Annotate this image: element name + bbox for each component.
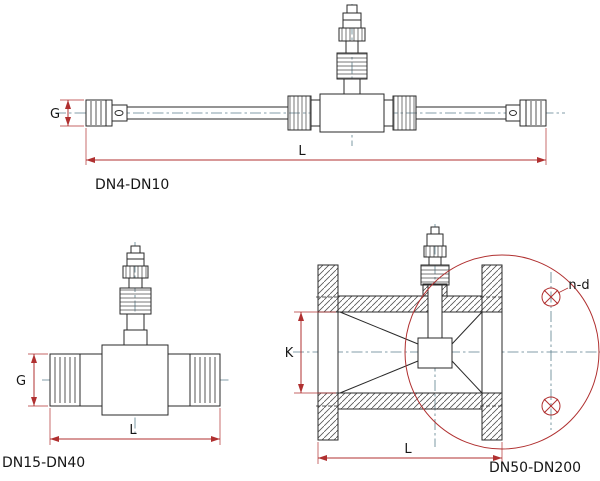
dimension-l-dn4: L [85, 128, 547, 165]
dimension-g-dn4: G [50, 99, 84, 127]
figure-dn15-dn40: G L DN15-DN40 [2, 242, 230, 471]
figure-dn50-dn200: n-d K L DN50-DN200 [285, 224, 600, 476]
dimension-l-dn50: L [317, 442, 503, 464]
dim-label-l-dn4: L [298, 144, 306, 159]
dim-label-g-dn4: G [50, 107, 60, 122]
caption-dn15-dn40: DN15-DN40 [2, 455, 85, 471]
meter-body-dn50 [316, 264, 504, 441]
sensor-assembly-dn50 [420, 226, 450, 286]
dim-label-l-dn15: L [129, 423, 137, 438]
caption-dn4-dn10: DN4-DN10 [95, 177, 169, 193]
meter-body-dn15 [49, 344, 221, 416]
sensor-assembly-dn15 [119, 245, 152, 346]
dimension-k-dn50: K [285, 311, 336, 394]
figure-dn4-dn10: G L DN4-DN10 [50, 4, 565, 193]
dim-label-l-dn50: L [404, 442, 412, 457]
sensor-assembly-dn4 [336, 4, 368, 95]
dimension-l-dn15: L [49, 408, 221, 445]
caption-dn50-dn200: DN50-DN200 [489, 460, 581, 476]
dim-label-nd: n-d [568, 278, 589, 293]
dim-label-g-dn15: G [16, 374, 26, 389]
dim-label-k: K [285, 346, 294, 361]
meter-body-dn4 [85, 93, 547, 133]
dimension-g-dn15: G [16, 353, 48, 407]
